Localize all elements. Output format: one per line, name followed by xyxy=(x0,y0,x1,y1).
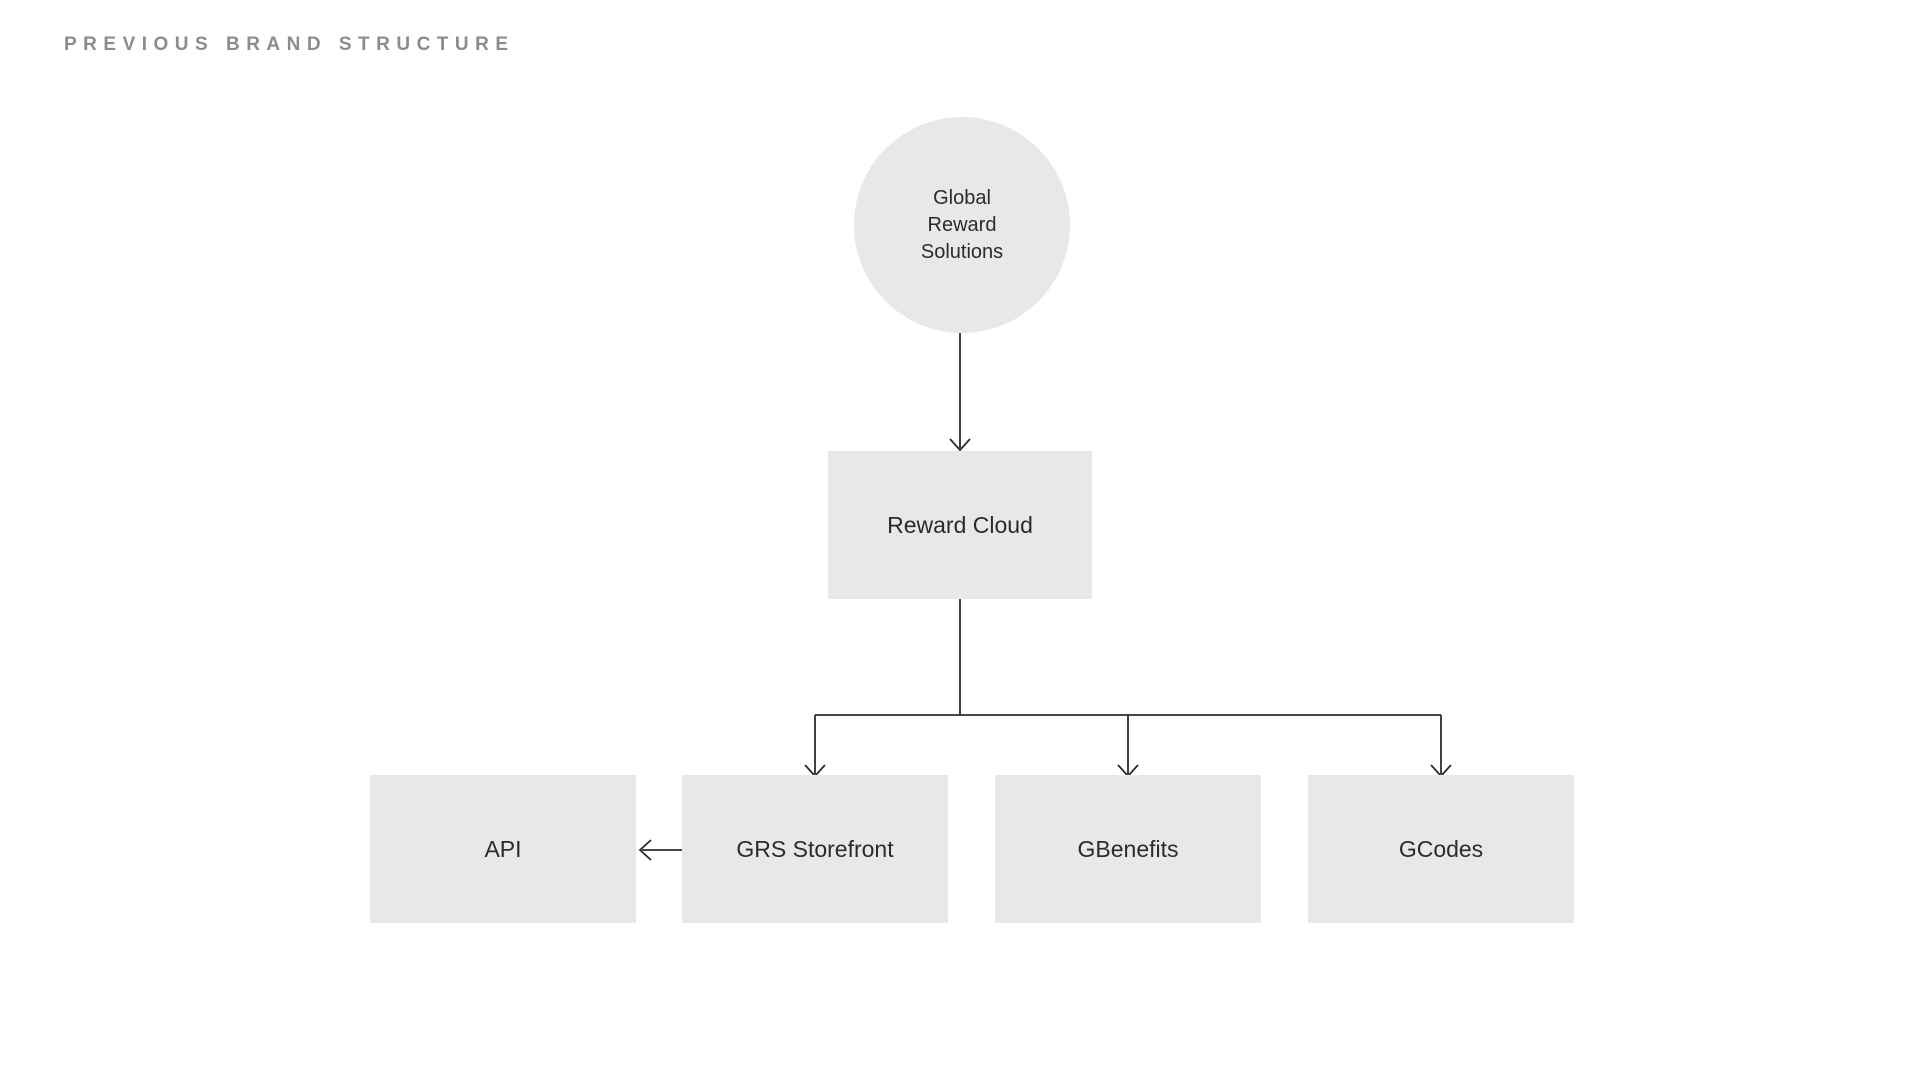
node-grs-storefront: GRS Storefront xyxy=(682,775,948,923)
edge-branch-to-grs-storefront xyxy=(804,715,826,778)
edge-root-to-reward-cloud xyxy=(949,333,971,452)
node-label-global-reward-solutions: Global Reward Solutions xyxy=(920,186,1004,263)
node-gcodes: GCodes xyxy=(1308,775,1574,923)
node-reward-cloud: Reward Cloud xyxy=(828,451,1092,599)
edge-branch-to-gbenefits xyxy=(1117,715,1139,778)
node-gbenefits: GBenefits xyxy=(995,775,1261,923)
edge-branch-to-gcodes xyxy=(1430,715,1452,778)
node-label-reward-cloud: Reward Cloud xyxy=(887,511,1033,538)
node-label-gbenefits: GBenefits xyxy=(1077,835,1179,862)
arrowhead-left-icon xyxy=(638,839,652,861)
node-label-api: API xyxy=(484,835,522,862)
node-label-gcodes: GCodes xyxy=(1398,835,1484,862)
edge-grs-storefront-to-api xyxy=(638,839,682,861)
node-label-grs-storefront: GRS Storefront xyxy=(736,835,894,862)
node-global-reward-solutions: Global Reward Solutions xyxy=(854,117,1070,333)
page-title: PREVIOUS BRAND STRUCTURE xyxy=(64,34,515,55)
node-api: API xyxy=(370,775,636,923)
arrowhead-down-icon xyxy=(949,438,971,452)
